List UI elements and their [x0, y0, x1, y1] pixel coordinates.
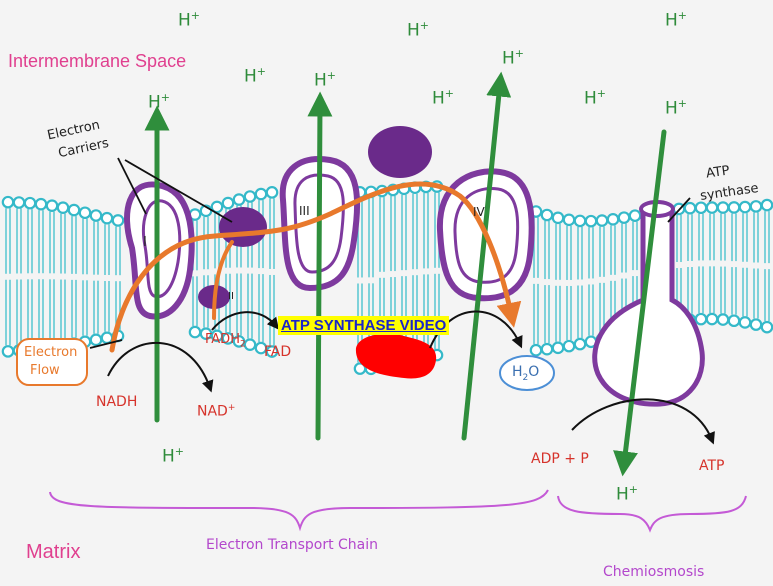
complex-2-label: II: [228, 291, 234, 302]
proton-arrow-3: [461, 71, 512, 441]
atp-synthase: [592, 200, 705, 407]
atp-synthase-video-link[interactable]: ATP SYNTHASE VIDEO: [278, 316, 450, 335]
adp-p-label: ADP + P: [531, 451, 589, 467]
atp-synthase-label-1: ATP: [705, 163, 731, 182]
atp-arrow: [571, 398, 715, 445]
complex-3-label: III: [299, 204, 310, 218]
electron-flow-box: [16, 338, 88, 386]
fadh2-label: FADH2: [205, 332, 246, 350]
proton-label: H+: [178, 9, 201, 31]
proton-label: H+: [665, 9, 688, 31]
nadh-label: NADH: [96, 394, 138, 410]
proton-label: H+: [616, 483, 639, 505]
chemiosmosis-brace: [557, 495, 747, 533]
fad-label: FAD: [264, 344, 292, 360]
intermembrane-space-label: Intermembrane Space: [8, 51, 187, 71]
atp-label: ATP: [699, 458, 725, 474]
nadh-arrow: [107, 342, 214, 393]
proton-arrow-atp: [613, 129, 667, 477]
complex-1: [124, 181, 195, 320]
nad-plus-label: NAD+: [197, 403, 236, 420]
complex-4-label: IV: [473, 205, 485, 219]
cytochrome-c: [368, 126, 432, 178]
red-blob: [355, 333, 437, 379]
proton-label: H+: [244, 65, 267, 87]
proton-label: H+: [407, 19, 430, 41]
electron-flow-label-1: Electron: [24, 345, 78, 360]
electron-flow-branch: [212, 240, 234, 320]
chemiosmosis-brace-label: Chemiosmosis: [603, 564, 705, 580]
proton-arrows: [144, 71, 667, 477]
fadh2-arrow: [211, 311, 280, 331]
electron-flow-path: [109, 181, 522, 353]
proton-label: H+: [148, 91, 171, 113]
proton-label: H+: [584, 87, 607, 109]
h2o-bubble: [499, 355, 555, 391]
etc-brace-label: Electron Transport Chain: [206, 537, 379, 553]
complex-1-label: I: [143, 235, 147, 250]
proton-label: H+: [432, 87, 455, 109]
matrix-label: Matrix: [26, 541, 81, 563]
proton-label: H+: [314, 69, 337, 91]
lipid-tails: [5, 192, 770, 363]
etc-brace: [49, 489, 549, 532]
electron-flow-label-2: Flow: [30, 363, 60, 378]
proton-arrow-2: [307, 91, 333, 441]
membrane-bilayer: [1, 180, 773, 376]
proton-label: H+: [665, 97, 688, 119]
proton-label: H+: [162, 445, 185, 467]
h2o-label: H2O: [512, 364, 540, 383]
proton-label: H+: [502, 47, 525, 69]
pointer-lines: [89, 157, 691, 349]
